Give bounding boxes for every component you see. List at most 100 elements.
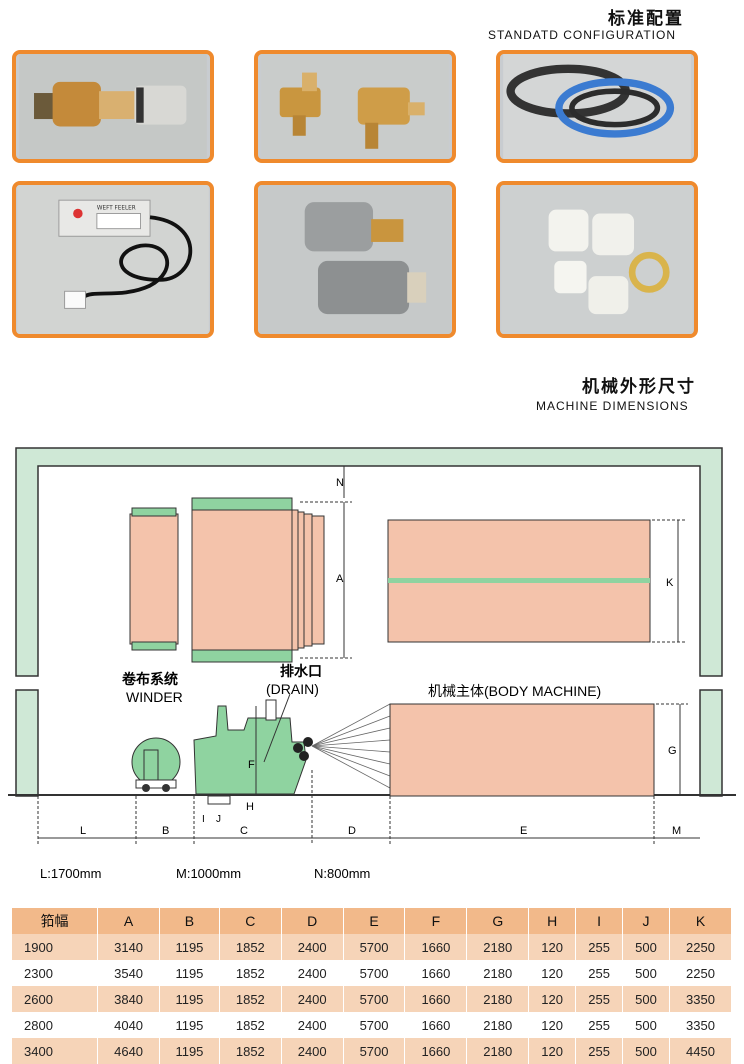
dim-label-m: M — [672, 825, 681, 837]
table-cell: 2400 — [281, 1012, 344, 1038]
dim-label-e: E — [520, 825, 527, 837]
table-cell: 2180 — [466, 1038, 530, 1064]
photo-weft-feeler: WEFT FEELER — [12, 181, 214, 338]
side-view-machine — [193, 705, 307, 795]
svg-text:WEFT FEELER: WEFT FEELER — [97, 206, 136, 212]
table-cell: 1660 — [404, 934, 468, 960]
table-cell: 255 — [575, 1038, 624, 1064]
table-cell: 2600 — [12, 986, 99, 1012]
table-cell: 1195 — [159, 960, 220, 986]
dim-label-a: A — [336, 573, 344, 585]
table-cell: 3350 — [669, 1012, 732, 1038]
table-cell: 500 — [622, 1038, 670, 1064]
table-cell: 1852 — [219, 986, 282, 1012]
top-view-machine — [191, 505, 293, 657]
plastic-bushings-icon — [501, 185, 693, 334]
table-row: 2800 4040 1195 1852 2400 5700 1660 2180 … — [12, 1012, 732, 1038]
table-cell: 3540 — [97, 960, 160, 986]
standard-config-title-cn: 标准配置 — [608, 9, 684, 29]
dim-label-i: I — [202, 814, 205, 825]
table-cell: 4040 — [97, 1012, 160, 1038]
table-cell: 2180 — [466, 1012, 530, 1038]
table-header-cell: F — [404, 908, 468, 934]
table-cell: 120 — [528, 986, 577, 1012]
table-cell: 500 — [622, 960, 670, 986]
table-cell: 5700 — [343, 1012, 406, 1038]
table-cell: 1852 — [219, 960, 282, 986]
table-header-cell: A — [97, 908, 160, 934]
table-header-cell: H — [528, 908, 577, 934]
drain-label-cn: 排水口 — [280, 663, 322, 679]
table-cell: 3350 — [669, 986, 732, 1012]
table-cell: 2180 — [466, 960, 530, 986]
table-cell: 2250 — [669, 934, 732, 960]
side-view-winder — [131, 737, 181, 787]
table-cell: 2800 — [12, 1012, 99, 1038]
table-row: 2600 3840 1195 1852 2400 5700 1660 2180 … — [12, 986, 732, 1012]
dim-label-j: J — [216, 814, 221, 825]
note-n: N:800mm — [314, 866, 370, 881]
table-cell: 2180 — [466, 986, 530, 1012]
table-cell: 120 — [528, 934, 577, 960]
table-cell: 1195 — [159, 1038, 220, 1064]
table-cell: 1195 — [159, 934, 220, 960]
brass-fittings-icon — [261, 54, 449, 159]
table-cell: 5700 — [343, 934, 406, 960]
photo-metal-nozzles — [254, 181, 456, 338]
yarn-fan — [311, 703, 391, 789]
table-header-cell: G — [466, 908, 530, 934]
table-cell: 4640 — [97, 1038, 160, 1064]
winder-label-en: WINDER — [126, 689, 183, 705]
table-cell: 2300 — [12, 960, 99, 986]
dim-label-f: F — [248, 759, 255, 771]
table-header-cell: C — [219, 908, 282, 934]
dim-label-l: L — [80, 825, 86, 837]
machine-dimensions-title-cn: 机械外形尺寸 — [582, 377, 696, 397]
table-cell: 2400 — [281, 986, 344, 1012]
table-header-cell: 筘幅 — [12, 908, 99, 934]
drain-pointer — [263, 693, 291, 763]
table-header-cell: I — [575, 908, 624, 934]
photo-belts — [496, 50, 698, 163]
table-cell: 1660 — [404, 1038, 468, 1064]
table-cell: 1852 — [219, 1012, 282, 1038]
dim-label-b: B — [162, 825, 169, 837]
table-cell: 1195 — [159, 1012, 220, 1038]
table-cell: 500 — [622, 1012, 670, 1038]
table-cell: 255 — [575, 934, 624, 960]
table-row: 3400 4640 1195 1852 2400 5700 1660 2180 … — [12, 1038, 732, 1064]
dim-label-k: K — [666, 577, 674, 589]
table-cell: 500 — [622, 934, 670, 960]
dim-label-d: D — [348, 825, 356, 837]
drain-label-en: (DRAIN) — [266, 681, 319, 697]
table-cell: 3840 — [97, 986, 160, 1012]
photo-plastic-bushings — [496, 181, 698, 338]
table-header-cell: J — [622, 908, 670, 934]
table-cell: 120 — [528, 1012, 577, 1038]
weft-feeler-sensor-icon: WEFT FEELER — [17, 185, 209, 334]
wall-right-bottom — [699, 689, 723, 797]
table-cell: 2400 — [281, 934, 344, 960]
table-cell: 4450 — [669, 1038, 732, 1064]
photo-brass-fittings — [254, 50, 456, 163]
table-row: 1900 3140 1195 1852 2400 5700 1660 2180 … — [12, 934, 732, 960]
table-cell: 5700 — [343, 1038, 406, 1064]
wall-frame-top — [15, 447, 723, 677]
machine-dimensions-title-en: MACHINE DIMENSIONS — [536, 399, 689, 413]
table-row: 2300 3540 1195 1852 2400 5700 1660 2180 … — [12, 960, 732, 986]
table-header-row: 筘幅 A B C D E F G H I J K — [12, 908, 732, 934]
table-cell: 5700 — [343, 960, 406, 986]
table-cell: 5700 — [343, 986, 406, 1012]
machine-layout-diagram: A N K 卷布系统 WINDER 排水口 (DRAIN) 机械主体(BODY … — [8, 447, 736, 881]
brass-valve-icon — [19, 54, 207, 159]
table-cell: 255 — [575, 960, 624, 986]
metal-nozzles-icon — [259, 185, 451, 334]
table-cell: 255 — [575, 986, 624, 1012]
table-header-cell: D — [281, 908, 344, 934]
table-cell: 500 — [622, 986, 670, 1012]
winder-label-cn: 卷布系统 — [121, 671, 178, 687]
belts-icon — [503, 54, 691, 159]
table-header-cell: E — [343, 908, 406, 934]
table-cell: 255 — [575, 1012, 624, 1038]
table-cell: 2250 — [669, 960, 732, 986]
